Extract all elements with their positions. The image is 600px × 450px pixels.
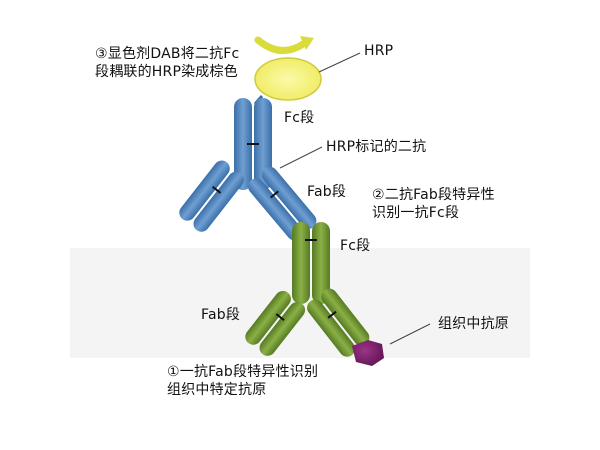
secondary-fc-left-chain [234,98,252,190]
primary-fc-left-chain [292,222,310,304]
step1-line2: 组织中特定抗原 [167,382,267,398]
secondary-fc-right-chain [254,98,272,190]
fab-primary-label: Fab段 [201,307,241,323]
fc-primary-label: Fc段 [340,238,371,254]
secondary-antibody [179,98,317,241]
step2-line2: 识别一抗Fc段 [372,205,460,221]
primary-fab-left [245,290,306,356]
step3-line1: ③显色剂DAB将二抗Fc [95,46,240,62]
antigen-leader-line [389,323,431,345]
hrp-leader-line [318,52,361,73]
hrp-enzyme [254,57,322,101]
step1-line1: ①一抗Fab段特异性识别 [167,364,319,380]
fab-secondary-label: Fab段 [307,184,347,200]
tissue-antigen-label: 组织中抗原 [438,316,509,332]
hrp-secondary-antibody-label: HRP标记的二抗 [326,139,427,155]
secondary-fab-left [179,160,244,232]
step2-line1: ②二抗Fab段特异性 [372,187,495,203]
primary-fab-right [307,288,370,357]
step3-annotation: ③显色剂DAB将二抗Fc 段耦联的HRP染成棕色 [95,45,239,81]
secondary-fab-right [248,166,317,241]
step1-annotation: ①一抗Fab段特异性识别 组织中特定抗原 [167,363,318,399]
hrp-secondary-leader-line [279,146,323,169]
primary-fc-right-chain [312,222,330,304]
primary-antibody [245,222,370,357]
fc-secondary-label: Fc段 [284,110,315,126]
hrp-label: HRP [364,43,394,59]
reaction-arrow-icon [254,36,314,54]
step3-line2: 段耦联的HRP染成棕色 [95,64,238,80]
tissue-antigen [352,340,384,366]
step2-annotation: ②二抗Fab段特异性 识别一抗Fc段 [372,186,495,222]
